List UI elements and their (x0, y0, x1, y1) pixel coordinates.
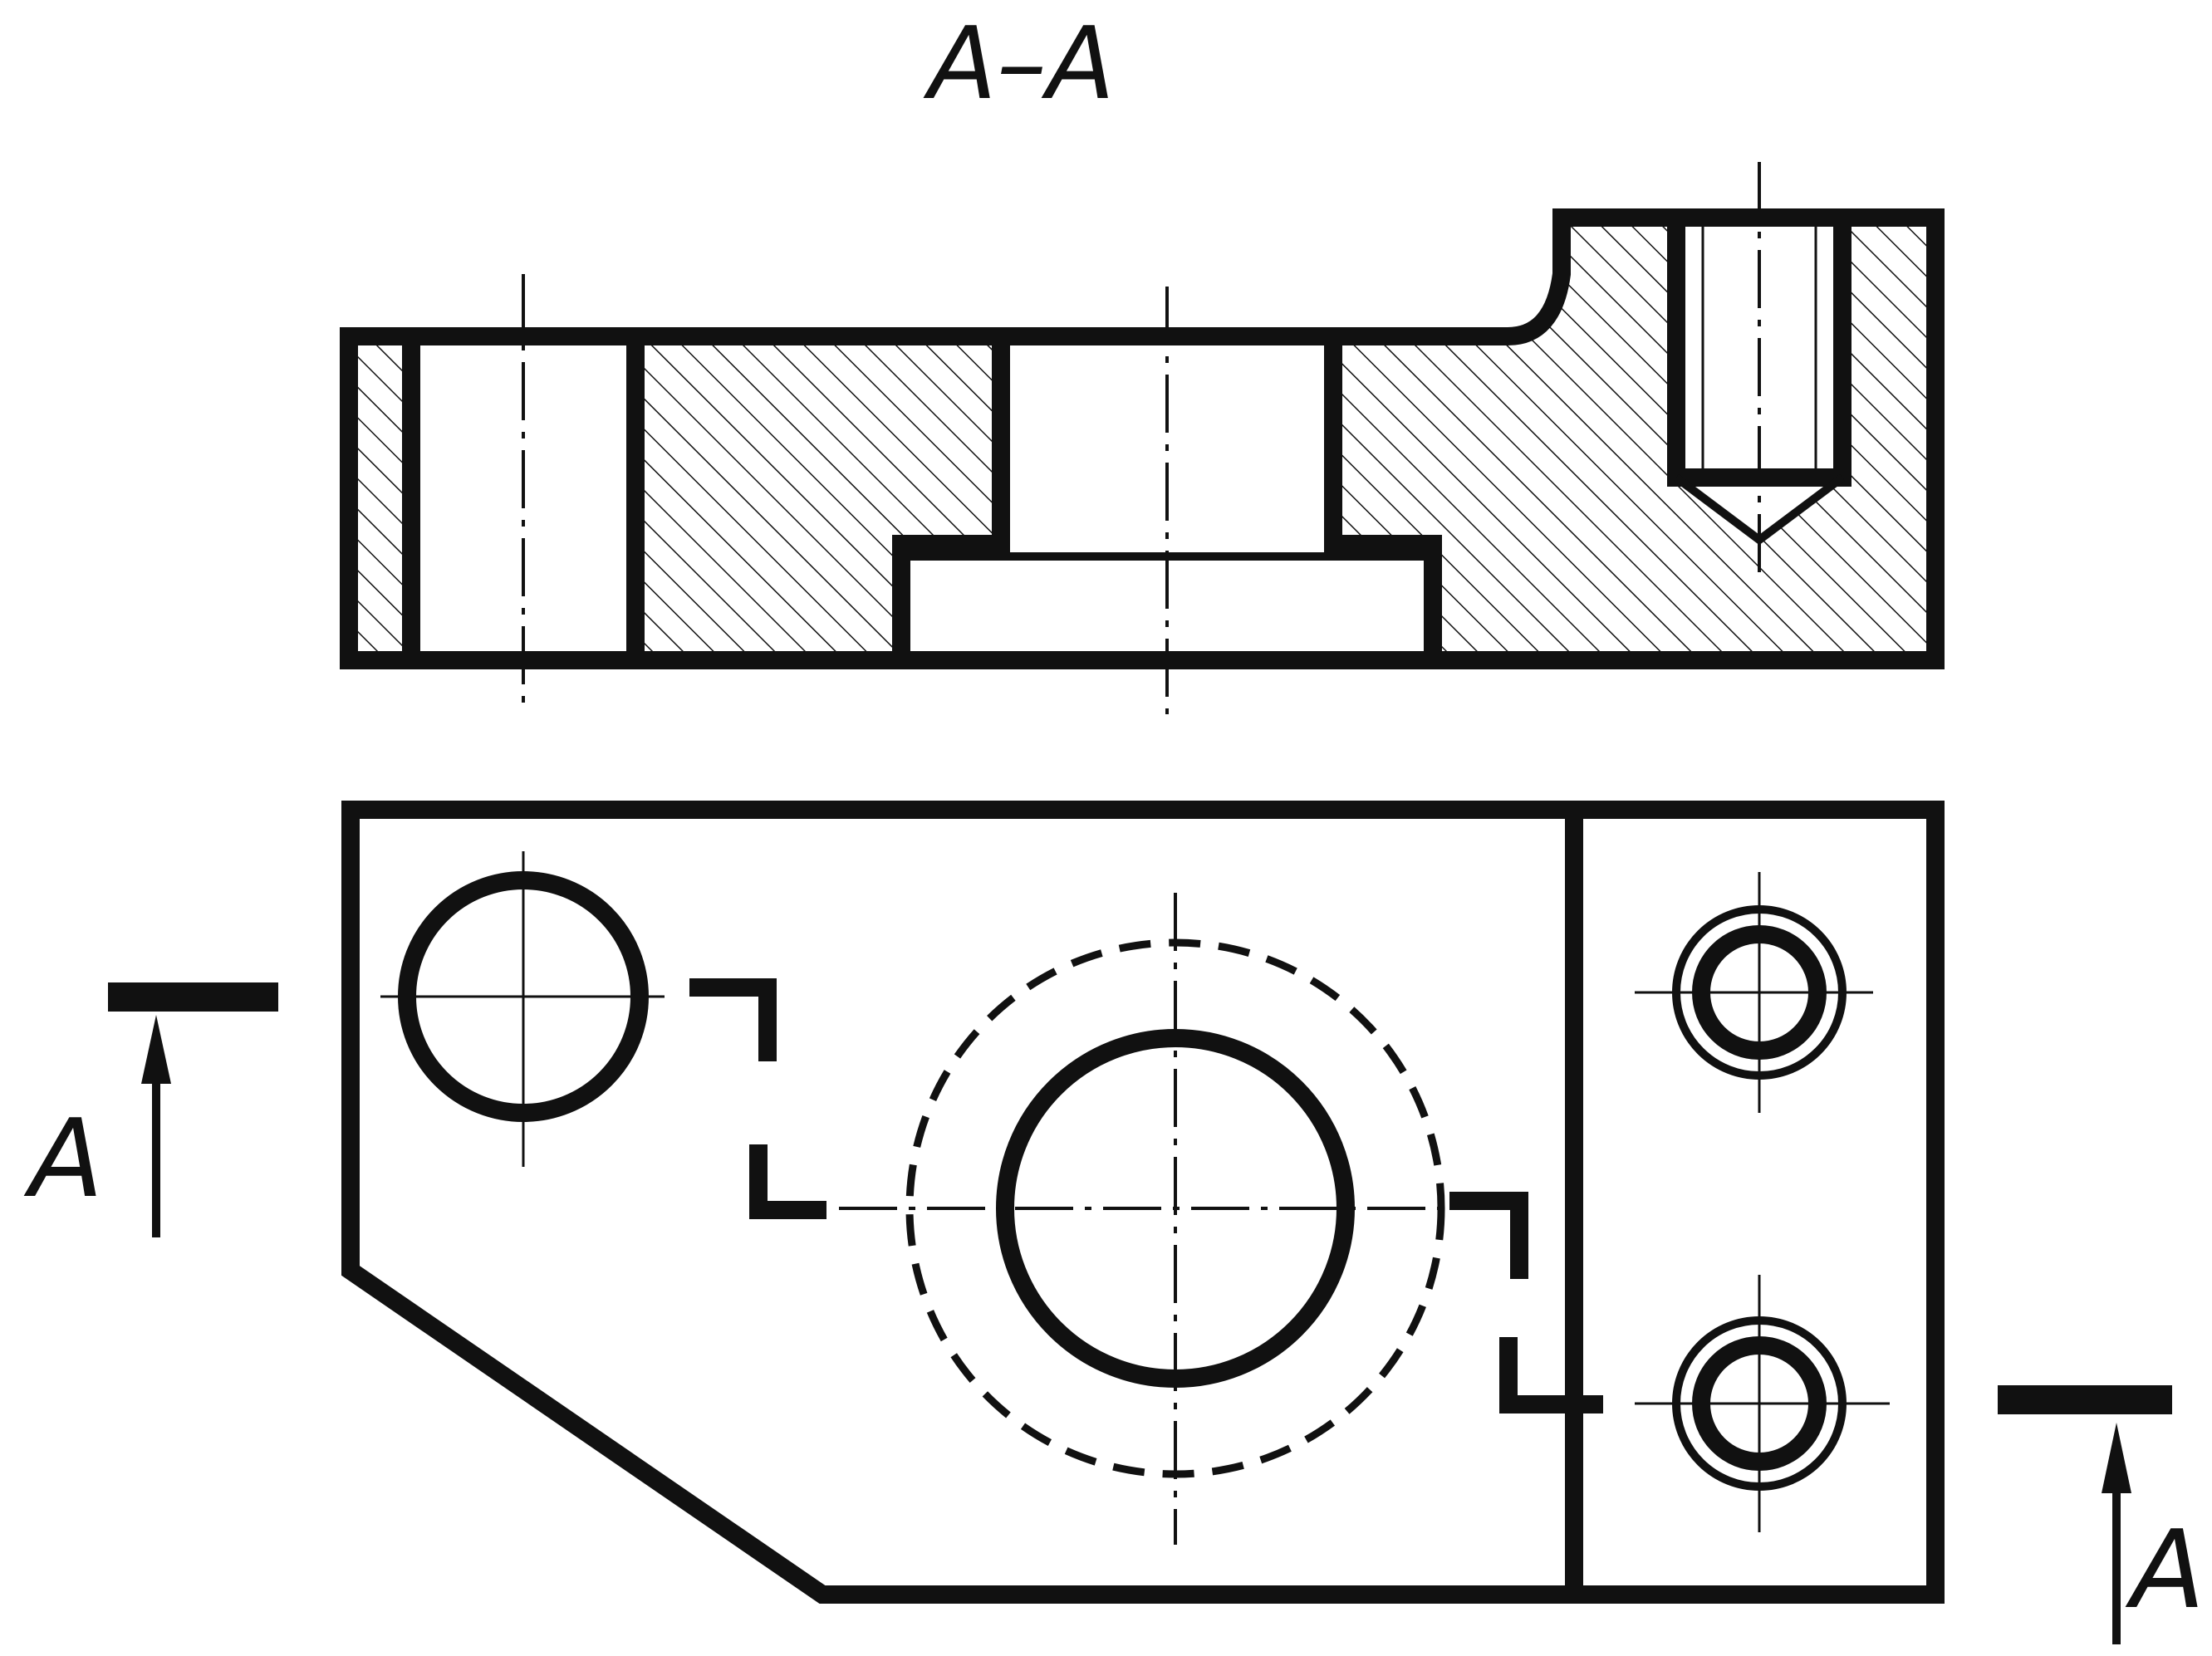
cutting-plane: A A (24, 978, 2205, 1644)
section-mark-right: A (2126, 1507, 2205, 1633)
arrow-up-icon (2102, 1423, 2131, 1493)
section-view (340, 162, 1945, 714)
arrow-up-icon (141, 1015, 171, 1084)
center-bore-outline (892, 336, 1442, 660)
section-outline (340, 208, 1945, 669)
section-mark-left: A (24, 1095, 104, 1222)
cutting-plane-segment-4 (1499, 1337, 1603, 1413)
cutting-plane-segment-2 (749, 1144, 826, 1219)
plan-view (341, 801, 1945, 1604)
cutting-plane-right-bar (1998, 1385, 2172, 1414)
section-title: A–A (923, 7, 1115, 122)
cutting-plane-segment-1 (689, 978, 777, 1061)
cutting-plane-left-bar (108, 982, 278, 1012)
cutting-plane-segment-3 (1449, 1192, 1528, 1279)
plan-outline (341, 801, 1945, 1604)
